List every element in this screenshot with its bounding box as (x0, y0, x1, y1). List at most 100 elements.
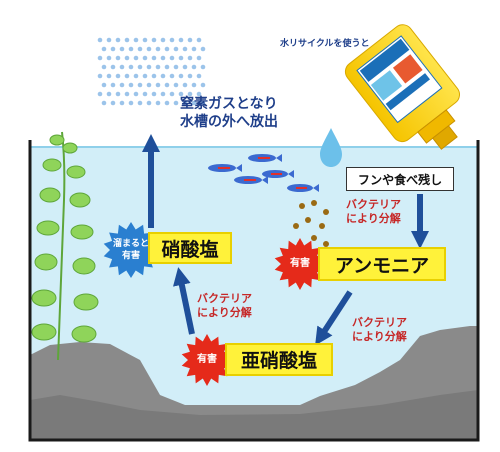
bacteria-top-right-line2: により分解 (346, 212, 401, 225)
gas-dot (151, 73, 157, 79)
gas-dot (191, 64, 197, 70)
gas-dot (191, 46, 197, 52)
gas-dot (173, 46, 179, 52)
gas-dot (137, 82, 143, 88)
gas-dot (169, 37, 175, 43)
bottle-caption: 水リサイクルを使うと (280, 39, 370, 49)
gas-dot (97, 91, 103, 97)
bacteria-left-line1: バクテリア (197, 292, 252, 305)
gas-dot (106, 73, 112, 79)
gas-dot (119, 82, 125, 88)
gas-dot (106, 91, 112, 97)
gas-dot (142, 37, 148, 43)
gas-dot (146, 82, 152, 88)
gas-dot (155, 46, 161, 52)
gas-dot (110, 64, 116, 70)
gas-dot (160, 91, 166, 97)
gas-dot (142, 91, 148, 97)
gas-dot (128, 82, 134, 88)
gas-dot (146, 46, 152, 52)
nitrate-hazard-tag: 溜まると 有害 (106, 238, 156, 262)
ammonia-hazard-text: 有害 (290, 258, 310, 269)
gas-dot (155, 100, 161, 106)
gas-dot (182, 100, 188, 106)
gas-dot (200, 100, 206, 106)
gravel-highlight (30, 390, 478, 440)
bacteria-middle-right-line2: により分解 (352, 330, 407, 343)
gas-dot (137, 64, 143, 70)
water-drop-icon (320, 128, 342, 167)
gas-dot (137, 100, 143, 106)
gas-dot (196, 73, 202, 79)
gas-dot (115, 55, 121, 61)
gas-dot (182, 46, 188, 52)
gas-dot (97, 73, 103, 79)
nitrite-label: 亜硝酸塩 (240, 350, 317, 372)
gas-dot (146, 64, 152, 70)
gas-dot (196, 91, 202, 97)
gas-dot (110, 100, 116, 106)
gas-dot (133, 37, 139, 43)
gas-dot (178, 91, 184, 97)
water-recycle-bottle-icon (344, 24, 460, 150)
ammonia-box: アンモニア (318, 247, 446, 281)
gas-dot (110, 82, 116, 88)
gas-dot (182, 64, 188, 70)
nitrite-hazard-burst (181, 334, 233, 386)
gas-dot (106, 55, 112, 61)
bacteria-top-right-line1: バクテリア (346, 198, 401, 211)
gas-dot (101, 100, 107, 106)
gas-dot (173, 64, 179, 70)
gas-dot (124, 55, 130, 61)
gas-dot (164, 46, 170, 52)
gas-dot (115, 73, 121, 79)
gas-dot (119, 64, 125, 70)
gas-dot (191, 100, 197, 106)
gas-dot (191, 82, 197, 88)
ammonia-hazard-tag: 有害 (280, 258, 320, 270)
gas-dot (160, 73, 166, 79)
gas-dot (133, 55, 139, 61)
gas-dot (128, 46, 134, 52)
gas-dot (155, 82, 161, 88)
bacteria-label-left: バクテリア により分解 (197, 292, 252, 320)
gas-dot (160, 37, 166, 43)
gas-dot (142, 55, 148, 61)
gas-dot (173, 100, 179, 106)
gas-dot (142, 73, 148, 79)
gas-dot (187, 91, 193, 97)
gas-dot (196, 55, 202, 61)
gas-dot (137, 46, 143, 52)
nitrogen-release-line2: 水槽の外へ放出 (180, 114, 278, 130)
gas-dot (119, 46, 125, 52)
aquarium-plant (31, 131, 99, 361)
gas-dot (115, 91, 121, 97)
gas-dot (160, 55, 166, 61)
gas-dot (124, 73, 130, 79)
nitrogen-gas-dots (97, 37, 206, 106)
gas-dot (164, 82, 170, 88)
gas-dot (164, 64, 170, 70)
nitrate-box: 硝酸塩 (148, 232, 232, 264)
nitrite-box: 亜硝酸塩 (225, 343, 333, 376)
gas-dot (151, 55, 157, 61)
gas-dot (128, 100, 134, 106)
gas-dot (196, 37, 202, 43)
gas-dot (101, 82, 107, 88)
gas-dot (169, 55, 175, 61)
gas-dot (187, 73, 193, 79)
gas-dot (151, 37, 157, 43)
gas-dot (155, 64, 161, 70)
gas-dot (187, 37, 193, 43)
gas-dot (124, 91, 130, 97)
arrow-nitrite-to-nitrate (173, 267, 195, 335)
gas-dot (187, 55, 193, 61)
arrow-ammonia-to-nitrite (315, 290, 353, 346)
ammonia-label: アンモニア (334, 254, 430, 277)
gas-dot (101, 46, 107, 52)
gas-dot (178, 73, 184, 79)
gas-dot (169, 73, 175, 79)
gas-dot (133, 73, 139, 79)
gas-dot (173, 82, 179, 88)
